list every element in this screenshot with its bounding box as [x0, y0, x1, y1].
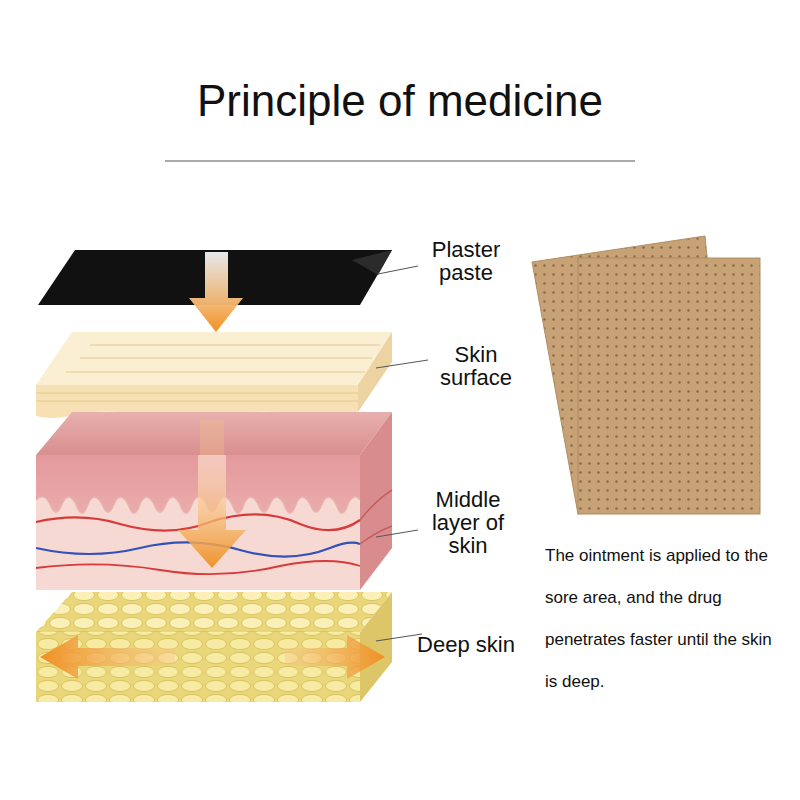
layer-label: Skin surface — [421, 343, 531, 389]
layer-label: Plaster paste — [411, 238, 521, 284]
description-note: The ointment is applied to the sore area… — [545, 535, 780, 703]
layer-label: Middle layer of skin — [413, 488, 523, 557]
layer-label: Deep skin — [411, 633, 521, 656]
page-title: Principle of medicine — [0, 76, 800, 126]
